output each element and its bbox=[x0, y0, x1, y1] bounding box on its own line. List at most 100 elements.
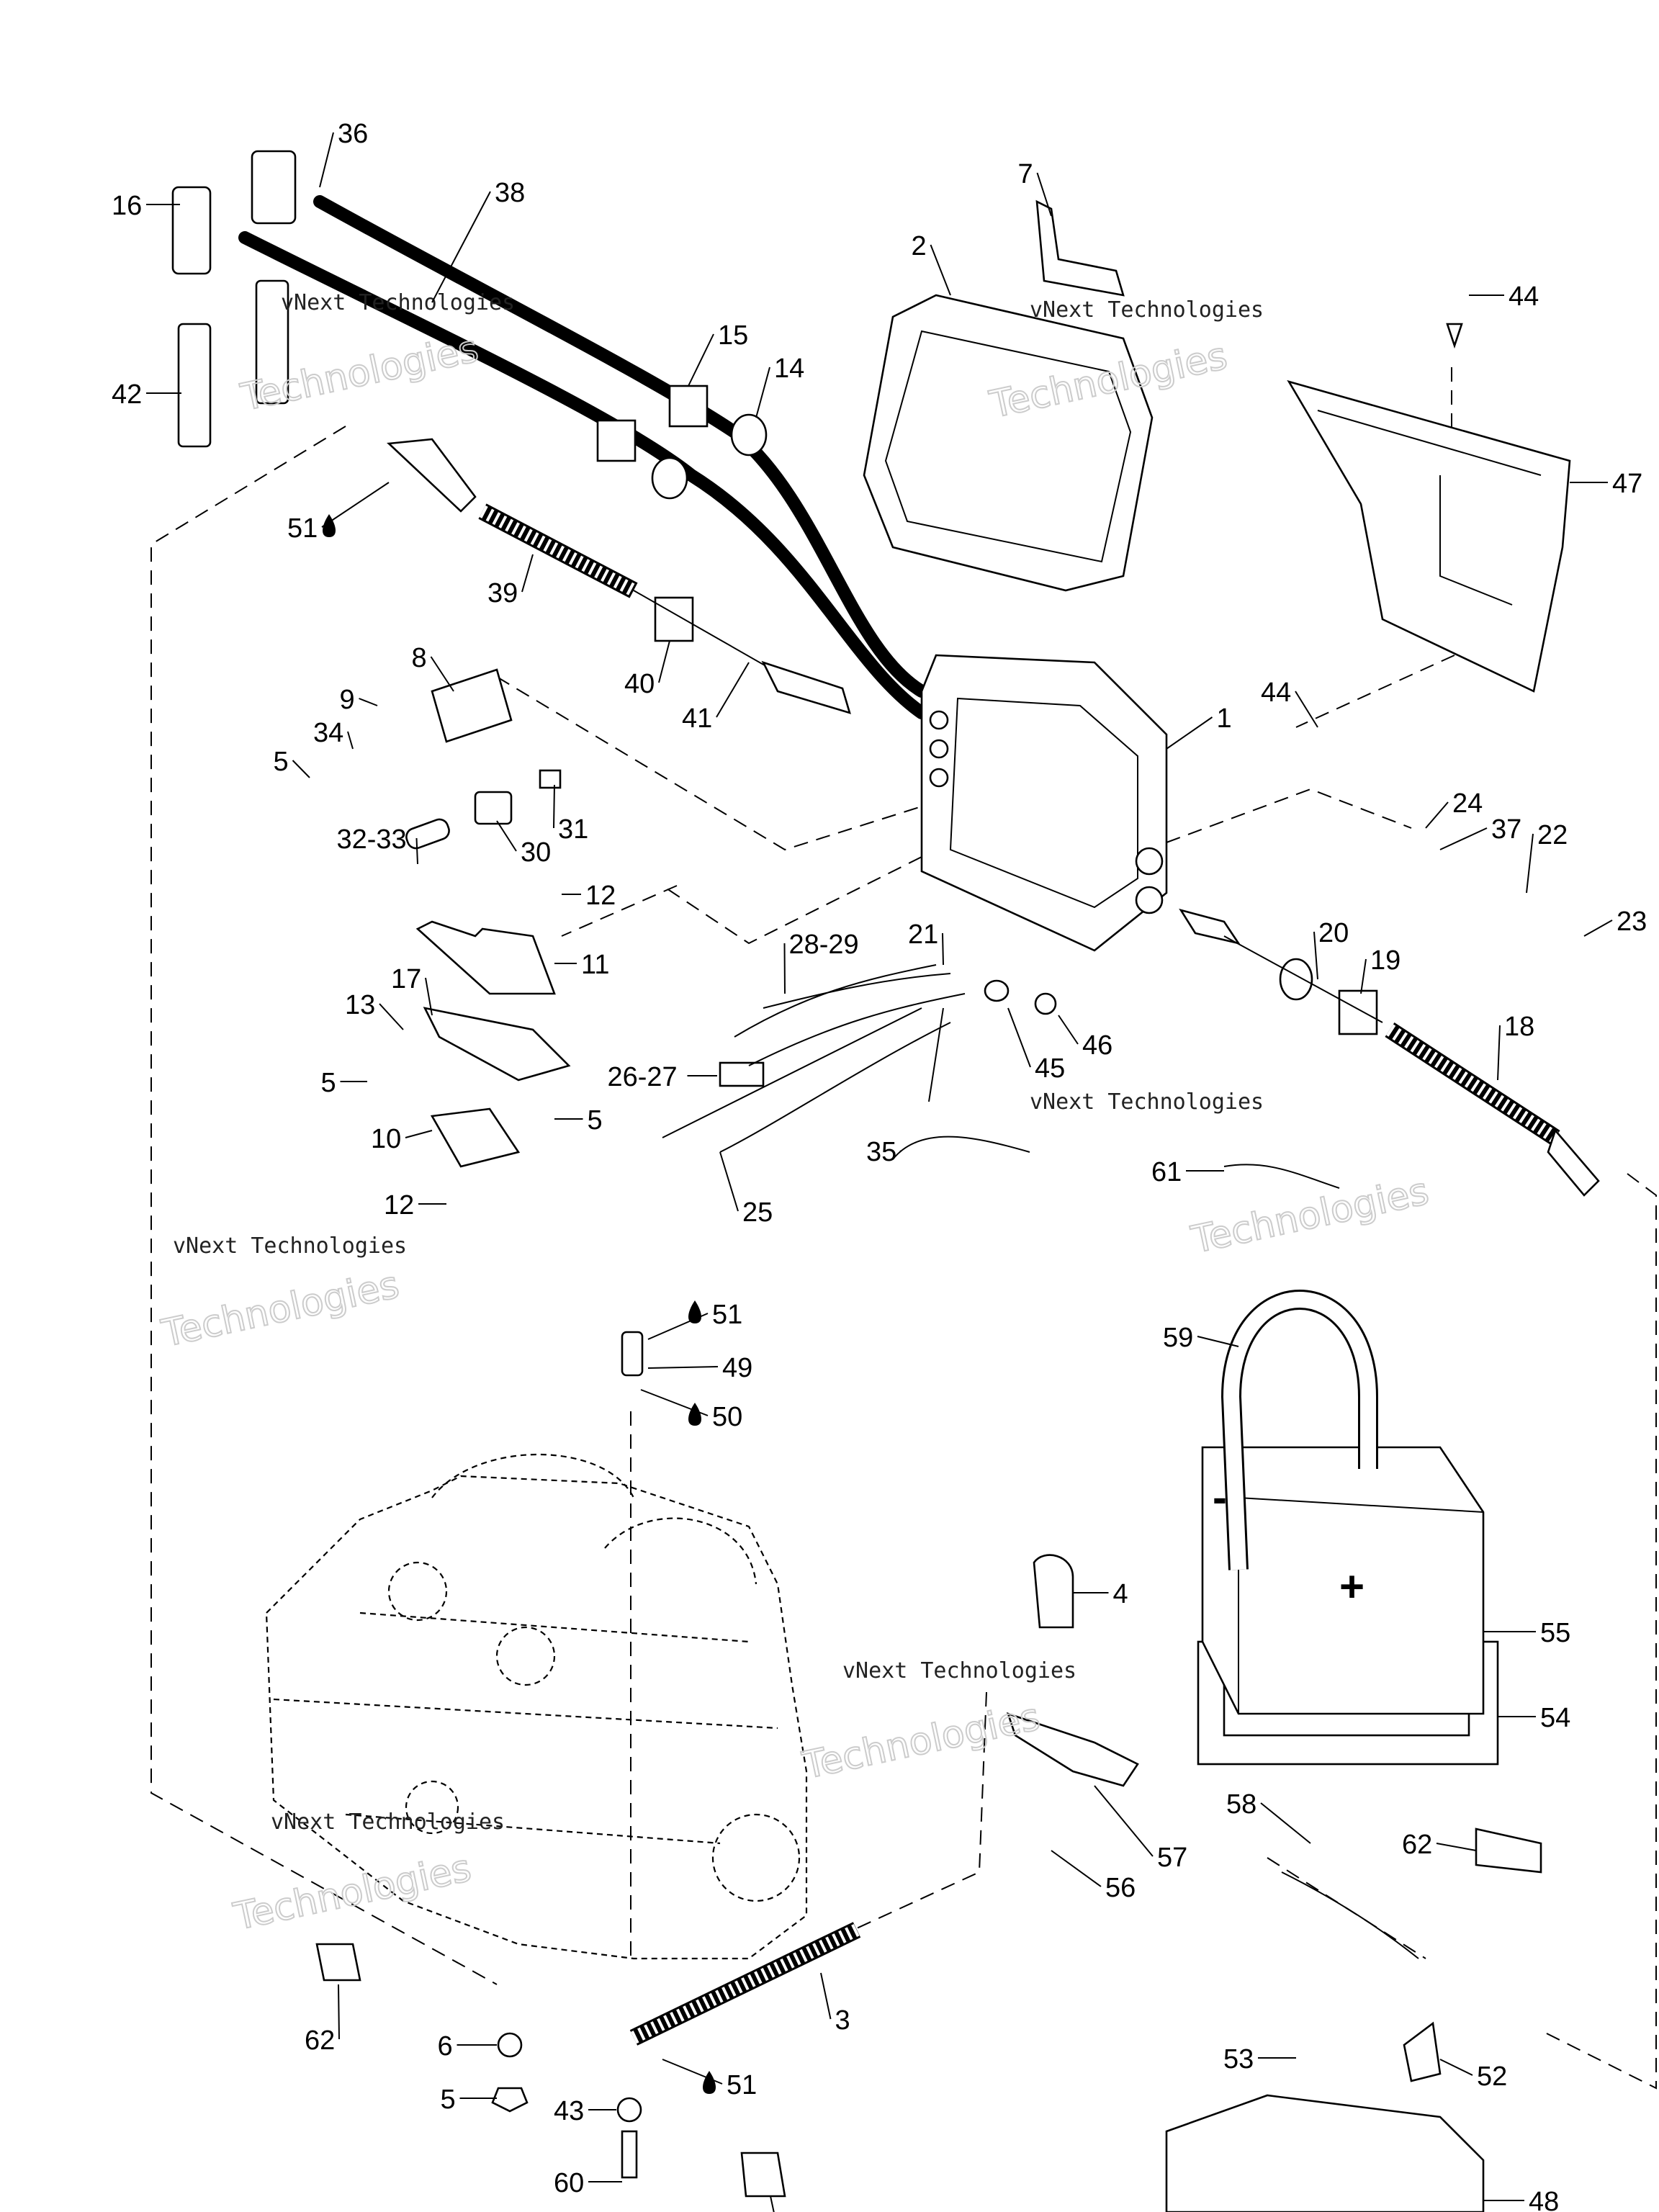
drop-icon bbox=[688, 1300, 701, 1323]
callout-label-12: 12 bbox=[384, 1190, 414, 1220]
callout-label-22: 22 bbox=[1537, 820, 1568, 850]
leader-line bbox=[719, 1151, 739, 1212]
leader-line bbox=[1166, 716, 1213, 750]
callout-label-7: 7 bbox=[1018, 159, 1033, 189]
connector-32-33 bbox=[405, 818, 450, 850]
callout-label-35: 35 bbox=[866, 1137, 896, 1167]
sensor-49 bbox=[621, 1331, 644, 1377]
tray-48 bbox=[1165, 2094, 1485, 2212]
callout-label-50: 50 bbox=[712, 1402, 742, 1432]
callout-label-15: 15 bbox=[718, 320, 748, 351]
engine bbox=[265, 1453, 808, 1960]
callout-label-31: 31 bbox=[558, 814, 588, 845]
battery-hardware bbox=[315, 1554, 1542, 2212]
callout-label-11: 11 bbox=[581, 950, 609, 980]
spark-plug-42b bbox=[255, 279, 289, 405]
leader-line bbox=[930, 244, 951, 296]
cover-2 bbox=[863, 199, 1154, 592]
leader-line bbox=[425, 977, 433, 1016]
callout-label-37: 37 bbox=[1491, 814, 1521, 845]
nut-15b bbox=[596, 419, 637, 462]
callout-label-53: 53 bbox=[1223, 2044, 1254, 2074]
callout-label-47: 47 bbox=[1612, 469, 1642, 499]
negative-terminal-label: - bbox=[1213, 1473, 1227, 1521]
callout-label-56: 56 bbox=[1105, 1873, 1136, 1903]
positive-terminal-label: + bbox=[1339, 1563, 1364, 1611]
callout-label-51: 51 bbox=[287, 513, 318, 544]
boot-62b bbox=[315, 1943, 361, 1982]
fuse-31 bbox=[539, 769, 562, 789]
callout-label-49: 49 bbox=[722, 1353, 752, 1383]
callout-label-44: 44 bbox=[1261, 678, 1291, 708]
leader-line bbox=[321, 482, 390, 528]
callout-label-51: 51 bbox=[727, 2070, 757, 2100]
callout-label-25: 25 bbox=[742, 1197, 773, 1228]
callout-label-43: 43 bbox=[554, 2096, 584, 2126]
leader-line bbox=[359, 698, 378, 706]
callout-label-39: 39 bbox=[487, 578, 518, 608]
connector-26-27 bbox=[719, 1061, 765, 1087]
callout-label-32-33: 32-33 bbox=[337, 824, 407, 855]
leader-line bbox=[347, 731, 354, 750]
bracket-17 bbox=[423, 1007, 571, 1082]
callout-label-17: 17 bbox=[391, 964, 421, 994]
callout-label-38: 38 bbox=[495, 178, 525, 208]
callout-label-5: 5 bbox=[588, 1105, 603, 1136]
leader-line bbox=[755, 367, 770, 418]
leader-line bbox=[1197, 1336, 1239, 1347]
nut-40 bbox=[654, 596, 694, 642]
leader-line bbox=[716, 662, 750, 718]
leader-line bbox=[783, 943, 786, 994]
leader-line bbox=[1583, 920, 1613, 937]
callout-label-10: 10 bbox=[371, 1124, 401, 1154]
callout-label-34: 34 bbox=[313, 718, 343, 748]
leader-line bbox=[1497, 1025, 1501, 1081]
callout-label-12: 12 bbox=[585, 881, 616, 911]
callout-label-41: 41 bbox=[682, 703, 712, 734]
relay-8 bbox=[431, 668, 513, 743]
callout-label-5: 5 bbox=[274, 747, 289, 777]
battery: - + bbox=[1197, 1290, 1499, 1766]
leader-line bbox=[1051, 1850, 1102, 1887]
watermark-text: vNext Technologies bbox=[271, 1809, 505, 1835]
leader-line bbox=[1260, 1802, 1311, 1844]
callout-label-58: 58 bbox=[1226, 1789, 1256, 1820]
watermark-text: vNext Technologies bbox=[842, 1658, 1076, 1683]
leader-line bbox=[899, 1150, 902, 1153]
callout-label-5: 5 bbox=[441, 2085, 456, 2115]
watermark-text: vNext Technologies bbox=[1030, 1089, 1264, 1115]
electrical-box-1 bbox=[920, 654, 1168, 952]
grommet-20 bbox=[1279, 958, 1313, 1001]
watermark-text: Technologies bbox=[1187, 1170, 1432, 1262]
callout-label-40: 40 bbox=[624, 669, 655, 699]
callout-label-59: 59 bbox=[1163, 1323, 1193, 1353]
callout-label-2: 2 bbox=[912, 231, 927, 261]
callout-label-4: 4 bbox=[1113, 1579, 1128, 1609]
leader-line bbox=[1360, 958, 1367, 994]
leader-line bbox=[820, 1972, 832, 2020]
grommet-14b bbox=[651, 457, 688, 500]
watermark-text: Technologies bbox=[799, 1696, 1043, 1788]
leader-line bbox=[496, 820, 517, 852]
callout-label-36: 36 bbox=[338, 119, 368, 149]
leader-line bbox=[647, 1366, 719, 1369]
callout-label-62: 62 bbox=[305, 2026, 335, 2056]
leader-line bbox=[1036, 172, 1052, 217]
leader-line bbox=[338, 1984, 340, 2040]
leader-line bbox=[1094, 1785, 1154, 1857]
ignition-cables bbox=[171, 150, 928, 719]
callout-label-3: 3 bbox=[835, 2005, 850, 2036]
leader-line bbox=[379, 1003, 404, 1030]
watermark-text: vNext Technologies bbox=[173, 1233, 407, 1259]
leader-line bbox=[770, 2195, 775, 2212]
callout-label-5: 5 bbox=[321, 1068, 336, 1098]
small-components bbox=[405, 668, 1340, 1189]
grommet-14 bbox=[730, 413, 768, 457]
leader-line bbox=[405, 1130, 433, 1138]
callout-label-13: 13 bbox=[345, 990, 375, 1020]
leader-line bbox=[1526, 833, 1534, 894]
leader-line bbox=[521, 554, 534, 593]
leader-line bbox=[430, 656, 454, 692]
callout-label-9: 9 bbox=[340, 685, 355, 715]
